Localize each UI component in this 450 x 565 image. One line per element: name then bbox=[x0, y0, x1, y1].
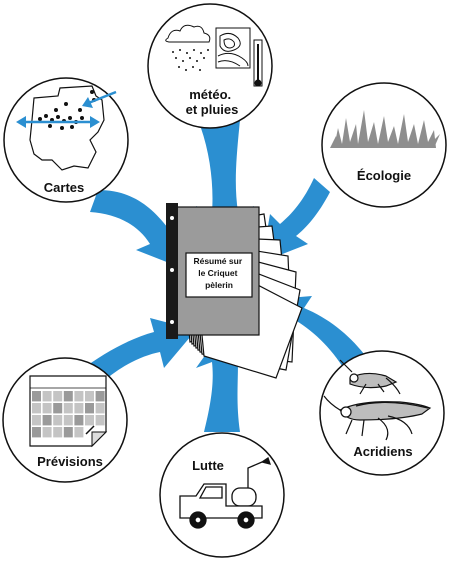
calendar-cell bbox=[63, 427, 73, 438]
sprayer-truck-icon bbox=[179, 456, 271, 529]
book-title-box bbox=[185, 252, 253, 298]
calendar-cell bbox=[74, 415, 84, 426]
node-ecology-label: Écologie bbox=[357, 168, 411, 183]
node-weather-label-line-1: météo. bbox=[189, 87, 231, 102]
calendar-cell bbox=[42, 427, 52, 438]
calendar-cell bbox=[53, 427, 63, 438]
node-maps: Cartes bbox=[3, 77, 129, 203]
calendar-cell bbox=[32, 415, 41, 426]
calendar-cell bbox=[32, 403, 41, 414]
calendar-cell bbox=[32, 391, 41, 402]
grass-icon bbox=[330, 110, 440, 148]
map-icon bbox=[16, 85, 117, 171]
calendar-cell bbox=[63, 415, 73, 426]
node-control: Lutte bbox=[159, 432, 285, 558]
node-weather-label: météo. et pluies bbox=[186, 87, 239, 117]
calendar-cell bbox=[53, 403, 63, 414]
calendar-cell bbox=[63, 403, 73, 414]
node-forecasts: Prévisions bbox=[2, 357, 128, 483]
locust-icon bbox=[323, 359, 432, 441]
node-forecasts-label: Prévisions bbox=[37, 454, 103, 469]
book-title-line-2: le Criquet bbox=[198, 268, 237, 278]
calendar-cell bbox=[32, 427, 41, 438]
calendar-icon bbox=[29, 375, 108, 448]
node-maps-label: Cartes bbox=[44, 180, 84, 195]
node-locusts: Acridiens bbox=[319, 350, 445, 476]
calendar-cell bbox=[63, 391, 73, 402]
node-ecology: Écologie bbox=[321, 82, 447, 208]
calendar-cell bbox=[74, 427, 84, 438]
calendar-cell bbox=[42, 415, 52, 426]
calendar-cell bbox=[95, 415, 105, 426]
arrow-maps bbox=[90, 190, 182, 268]
calendar-cell bbox=[85, 415, 94, 426]
book-title-line-1: Résumé sur bbox=[193, 256, 242, 266]
node-locusts-label: Acridiens bbox=[353, 444, 412, 459]
calendar-cell bbox=[53, 391, 63, 402]
calendar-cell bbox=[53, 415, 63, 426]
node-weather-label-line-2: et pluies bbox=[186, 102, 239, 117]
calendar-cell bbox=[85, 403, 94, 414]
book-title: Résumé sur le Criquet pèlerin bbox=[193, 256, 244, 290]
weather-chart-icon bbox=[165, 24, 263, 87]
calendar-cells bbox=[32, 391, 105, 438]
calendar-cell bbox=[95, 391, 105, 402]
book-title-line-3: pèlerin bbox=[205, 280, 233, 290]
calendar-cell bbox=[74, 403, 84, 414]
node-weather: météo. et pluies bbox=[147, 3, 273, 129]
calendar-cell bbox=[42, 403, 52, 414]
calendar-cell bbox=[74, 391, 84, 402]
handbook-book: Résumé sur le Criquet pèlerin bbox=[166, 203, 303, 379]
calendar-cell bbox=[85, 391, 94, 402]
node-control-label: Lutte bbox=[192, 458, 224, 473]
calendar-cell bbox=[95, 403, 105, 414]
calendar-cell bbox=[42, 391, 52, 402]
